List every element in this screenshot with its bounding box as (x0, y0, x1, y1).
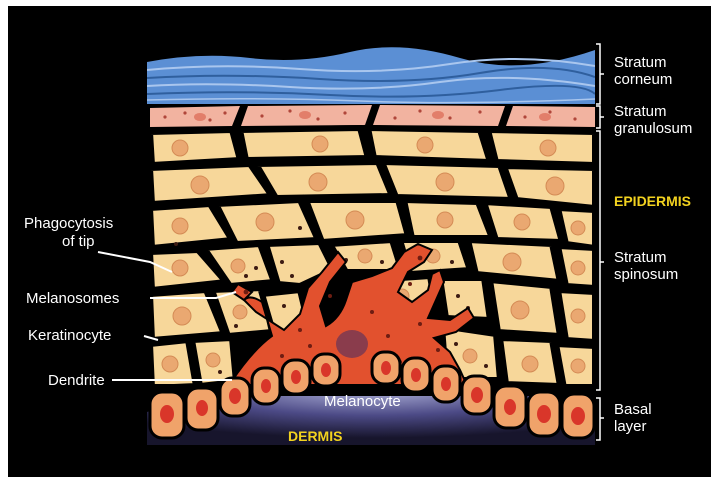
label-melanocyte: Melanocyte (324, 393, 401, 410)
label-stratum-spinosum: Stratum spinosum (614, 249, 678, 283)
label-keratinocyte: Keratinocyte (28, 327, 111, 344)
label-dermis: DERMIS (288, 428, 342, 444)
tissue-illustration (147, 47, 595, 445)
label-stratum-corneum: Stratum corneum (614, 54, 672, 88)
label-dendrite: Dendrite (48, 372, 105, 389)
label-epidermis: EPIDERMIS (614, 193, 691, 209)
stratum-granulosum-layer (147, 104, 595, 128)
label-melanosomes: Melanosomes (26, 290, 119, 307)
